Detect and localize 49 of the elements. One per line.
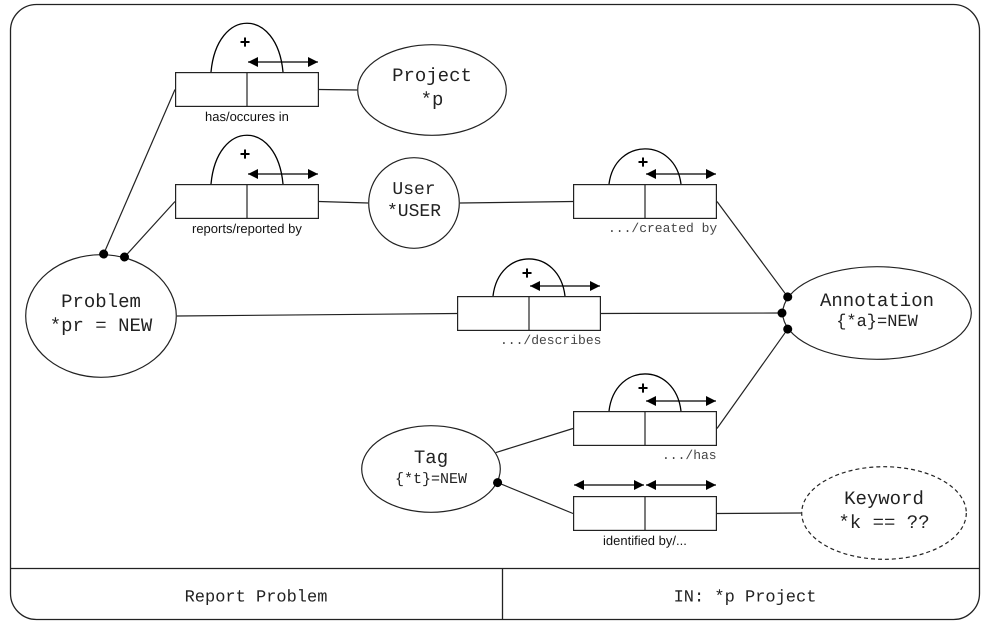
relation-label: has/occures in (205, 110, 289, 123)
entity-variable: *k == ?? (837, 513, 931, 534)
entity-name: Annotation (818, 290, 936, 312)
relation-label: .../has (662, 449, 717, 462)
entity-name: User (391, 180, 437, 200)
cardinality-mark: + (240, 145, 250, 163)
connector-line (318, 200, 368, 204)
relation-label: reports/reported by (192, 222, 302, 235)
connector-line (716, 324, 792, 429)
connector-line (716, 201, 792, 302)
relation-box (573, 496, 717, 531)
entity-variable: {*t}=NEW (394, 472, 468, 488)
cardinality-mark: + (638, 153, 648, 172)
connector-line (601, 308, 786, 318)
connector-line (493, 478, 574, 514)
relation-box (573, 411, 717, 446)
relation-label: .../describes (500, 334, 602, 347)
connector-line (120, 201, 176, 262)
footer-text: IN: *p Project (674, 590, 816, 606)
entity-ellipse (25, 254, 177, 378)
entity-variable: *pr = NEW (48, 316, 154, 337)
relation-label: identified by/... (603, 534, 687, 547)
connector-line (99, 89, 176, 259)
entity-ellipse (782, 266, 972, 360)
cardinality-mark: + (522, 264, 532, 282)
relation-box (457, 296, 601, 331)
entity-ellipse (361, 425, 501, 513)
entity-name: Tag (412, 448, 450, 469)
relation-box (175, 184, 319, 219)
entity-ellipse (357, 44, 507, 136)
entity-name: Keyword (843, 489, 925, 510)
entity-variable: *p (420, 90, 444, 111)
entity-variable: *USER (386, 203, 442, 223)
entity-name: Problem (60, 292, 142, 314)
cardinality-mark: + (638, 379, 648, 398)
entity-variable: {*a}=NEW (835, 314, 919, 333)
footer-text: Report Problem (184, 590, 328, 606)
connector-line (717, 512, 801, 514)
entity-ellipse (801, 466, 967, 560)
connector-line (177, 312, 457, 317)
entity-name: Project (391, 66, 473, 88)
entity-ellipse (368, 157, 460, 249)
connector-line (319, 88, 357, 91)
relation-label: .../created by (608, 222, 718, 235)
connector-line (496, 428, 574, 454)
cardinality-mark: + (240, 33, 250, 51)
relation-box (573, 184, 717, 219)
connector-line (460, 200, 573, 204)
relation-box (175, 72, 319, 107)
